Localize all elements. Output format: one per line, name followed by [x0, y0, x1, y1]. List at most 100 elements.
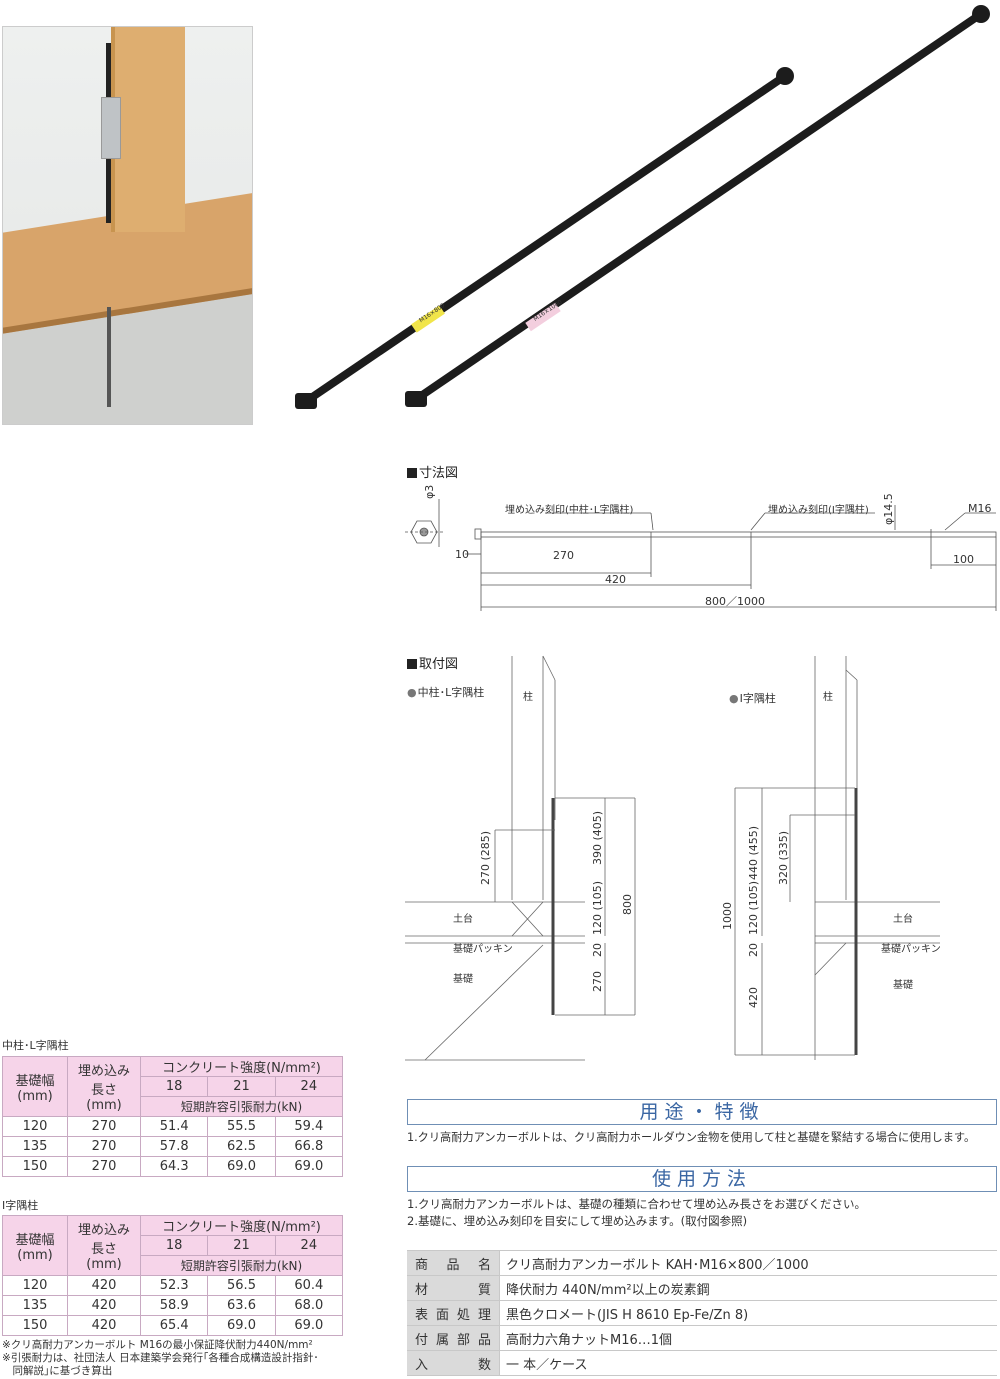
dim-800: 800／1000 — [705, 595, 765, 608]
dim-420: 420 — [605, 573, 626, 586]
spec-value: 一 本／ケース — [499, 1350, 997, 1376]
label-band-short — [411, 305, 445, 333]
cell: 57.8 — [139, 1136, 209, 1157]
spec-row: 入数一 本／ケース — [407, 1350, 997, 1376]
th-s18: 18 — [139, 1235, 209, 1256]
cell: 55.5 — [207, 1116, 276, 1137]
cell: 58.9 — [139, 1295, 209, 1316]
cell: 420 — [67, 1275, 141, 1296]
method-heading: 使用方法 — [407, 1166, 997, 1192]
cell: 65.4 — [139, 1315, 209, 1336]
dim-100: 100 — [953, 553, 974, 566]
spec-label: 付属部品 — [407, 1325, 500, 1351]
dim-270: 270 — [553, 549, 574, 562]
cell: 59.4 — [274, 1116, 344, 1137]
th-depth: 埋め込み 長さ (mm) — [67, 1056, 141, 1117]
dim-mark1: 埋め込み刻印(中柱･L字隅柱) — [505, 503, 633, 516]
dim-mark2: 埋め込み刻印(I字隅柱) — [768, 503, 869, 516]
cell: 60.4 — [274, 1275, 344, 1296]
strength-table-2: 基礎幅 (mm) 埋め込み 長さ (mm) コンクリート強度(N/mm²) 18… — [2, 1215, 344, 1336]
th-s21: 21 — [207, 1076, 276, 1097]
footnote-3: 同解説｣に基づき算出 — [2, 1365, 113, 1377]
th-force: 短期許容引張耐力(kN) — [140, 1096, 343, 1117]
wood-post — [111, 27, 185, 232]
dimension-heading: 寸法図 — [407, 462, 458, 481]
mount-right-lines — [734, 656, 940, 1060]
bolt-short: M16×800 — [295, 67, 794, 409]
dim-270-285: 270 (285) — [479, 831, 492, 885]
usage-text: 1.クリ高耐力アンカーボルトは、クリ高耐力ホールダウン金物を使用して柱と基礎を緊… — [407, 1131, 976, 1144]
spec-label: 材質 — [407, 1275, 500, 1301]
mount-drawing: 柱 土台 基礎パッキン 基礎 270 (285) 390 (405) 800 1… — [405, 655, 941, 1061]
mount-left-title: 中柱･L字隅柱 — [407, 684, 485, 700]
label-dodai-left: 土台 — [453, 912, 473, 925]
strength-table-1: 基礎幅 (mm) 埋め込み 長さ (mm) コンクリート強度(N/mm²) 18… — [2, 1056, 344, 1177]
footnote-1: ※クリ高耐力アンカーボルト M16の最小保証降伏耐力440N/mm² — [2, 1339, 313, 1351]
th-conc: コンクリート強度(N/mm²) — [140, 1056, 343, 1077]
usage-heading: 用途・特徴 — [407, 1099, 997, 1125]
label-dodai-right: 土台 — [893, 912, 913, 925]
product-spec-table: 商品名クリ高耐力アンカーボルト KAH･M16×800／1000 材質降伏耐力 … — [407, 1250, 997, 1376]
cell: 66.8 — [274, 1136, 344, 1157]
dim-120-105-left: 120 (105) — [591, 881, 604, 935]
dim-phi32: φ32 — [423, 485, 436, 499]
cell: 150 — [2, 1315, 68, 1336]
cell: 56.5 — [207, 1275, 276, 1296]
label-band-long — [525, 302, 561, 332]
cell: 51.4 — [139, 1116, 209, 1137]
th-s24: 24 — [274, 1235, 344, 1256]
dim-phi14: φ14.5 — [882, 493, 895, 525]
dim-20-right: 20 — [747, 943, 760, 957]
cell: 69.0 — [207, 1315, 276, 1336]
cell: 63.6 — [207, 1295, 276, 1316]
cell: 150 — [2, 1156, 68, 1177]
cell: 270 — [67, 1116, 141, 1137]
cell: 120 — [2, 1275, 68, 1296]
cell: 420 — [67, 1295, 141, 1316]
dim-440-455: 440 (455) — [747, 826, 760, 880]
method-line-2: 2.基礎に、埋め込み刻印を目安にして埋め込みます。(取付図参照) — [407, 1214, 748, 1228]
spec-row: 材質降伏耐力 440N/mm²以上の炭素鋼 — [407, 1275, 997, 1301]
th-force: 短期許容引張耐力(kN) — [140, 1255, 343, 1276]
mount-left-lines — [405, 655, 636, 1061]
cell: 270 — [67, 1136, 141, 1157]
anchor-rod-lower — [107, 307, 111, 407]
cell: 69.0 — [207, 1156, 276, 1177]
spec-value: 黒色クロメート(JIS H 8610 Ep-Fe/Zn 8) — [499, 1300, 997, 1326]
dim-120-105-right: 120 (105) — [747, 881, 760, 935]
dim-320-335: 320 (335) — [777, 831, 790, 885]
dim-m16: M16 — [968, 502, 992, 515]
dim-20-left: 20 — [591, 943, 604, 957]
spec-row: 表面処理黒色クロメート(JIS H 8610 Ep-Fe/Zn 8) — [407, 1300, 997, 1326]
method-line-1: 1.クリ高耐力アンカーボルトは、基礎の種類に合わせて埋め込み長さをお選びください… — [407, 1197, 867, 1211]
cell: 62.5 — [207, 1136, 276, 1157]
spec-value: 高耐力六角ナットM16…1個 — [499, 1325, 997, 1351]
th-s21: 21 — [207, 1235, 276, 1256]
dim-270b: 270 — [591, 971, 604, 992]
mount-heading: 取付図 — [407, 653, 458, 672]
cell: 69.0 — [274, 1315, 344, 1336]
label-hashira-right: 柱 — [823, 690, 833, 703]
label-kiso-left: 基礎 — [453, 972, 473, 985]
installation-photo — [2, 26, 253, 425]
cell: 69.0 — [274, 1156, 344, 1177]
th-width: 基礎幅 (mm) — [2, 1056, 68, 1117]
hold-down-bracket — [101, 97, 121, 159]
spec-value: クリ高耐力アンカーボルト KAH･M16×800／1000 — [499, 1250, 997, 1276]
bolt-long: M16×1000 — [405, 5, 990, 407]
dim-390-405: 390 (405) — [591, 811, 604, 865]
th-width: 基礎幅 (mm) — [2, 1215, 68, 1276]
th-s24: 24 — [274, 1076, 344, 1097]
dim-1000: 1000 — [721, 902, 734, 930]
spec-row: 商品名クリ高耐力アンカーボルト KAH･M16×800／1000 — [407, 1250, 997, 1276]
mount-right-title: I字隅柱 — [729, 690, 776, 706]
label-packin-right: 基礎パッキン — [881, 942, 941, 955]
method-text: 1.クリ高耐力アンカーボルトは、基礎の種類に合わせて埋め込み長さをお選びください… — [407, 1196, 1000, 1230]
label-kiso-right: 基礎 — [893, 978, 913, 991]
